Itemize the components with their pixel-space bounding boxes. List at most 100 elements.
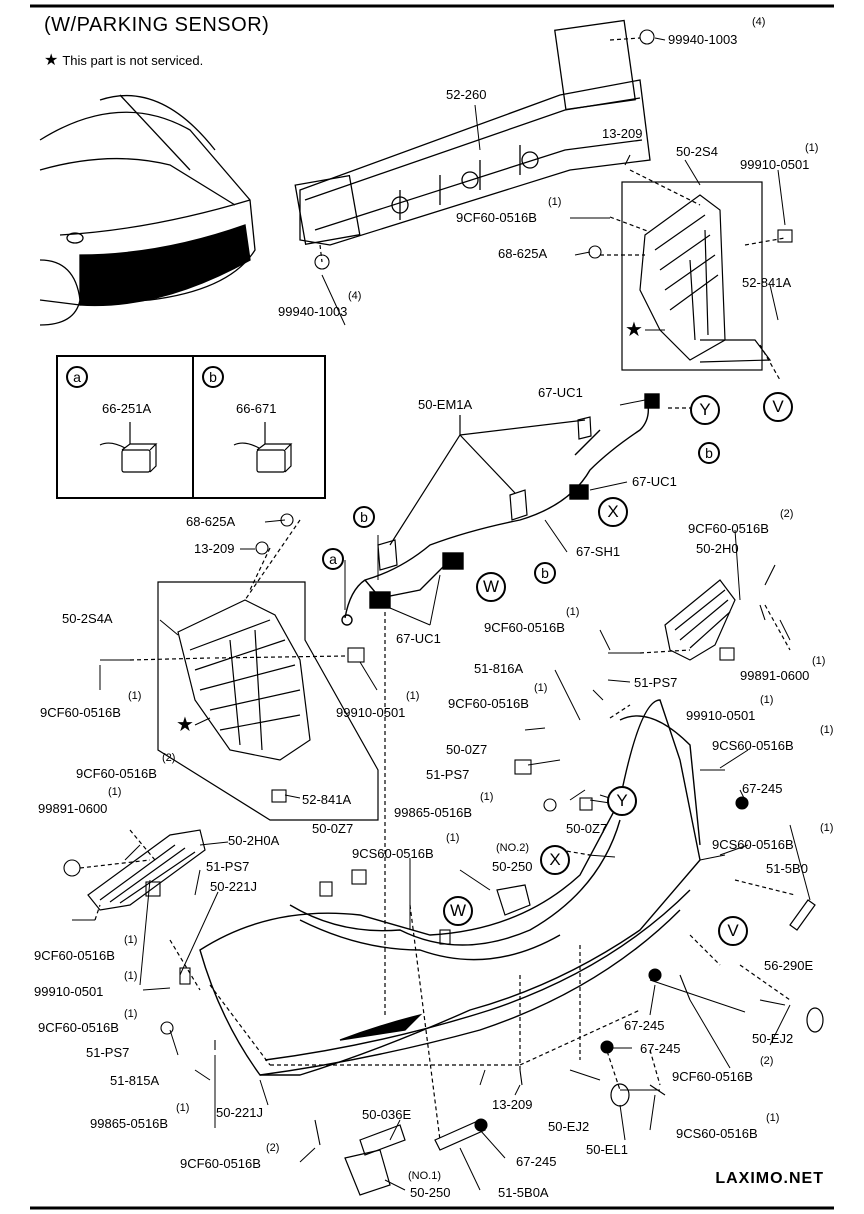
part-label-50-221J[interactable]: 50-221J <box>216 1105 263 1120</box>
part-qty: (1) <box>124 1008 138 1020</box>
part-label-52-841A[interactable]: 52-841A <box>302 792 352 807</box>
part-label-99891-0600[interactable]: 99891-0600 <box>38 801 108 816</box>
part-label-50-2S4[interactable]: 50-2S4 <box>676 144 718 159</box>
part-label-50-0Z7[interactable]: 50-0Z7 <box>446 742 488 757</box>
marker-b-harness-1: b <box>698 442 720 464</box>
part-label-50-2H0[interactable]: 50-2H0 <box>696 541 739 556</box>
part-label-52-841A[interactable]: 52-841A <box>742 275 792 290</box>
part-label-9CF60-0516B[interactable]: 9CF60-0516B <box>34 948 115 963</box>
part-label-9CS60-0516B[interactable]: 9CS60-0516B <box>712 738 794 753</box>
star-icon: ★ <box>44 52 59 69</box>
part-label-50-036E[interactable]: 50-036E <box>362 1107 412 1122</box>
part-qty: (1) <box>766 1112 780 1124</box>
diagram-title: (W/PARKING SENSOR) <box>44 14 270 36</box>
part-label-9CS60-0516B[interactable]: 9CS60-0516B <box>676 1126 758 1141</box>
part-label-99910-0501[interactable]: 99910-0501 <box>336 705 406 720</box>
part-label-9CS60-0516B[interactable]: 9CS60-0516B <box>352 846 434 861</box>
part-label-9CF60-0516B[interactable]: 9CF60-0516B <box>448 696 529 711</box>
part-label-9CF60-0516B[interactable]: 9CF60-0516B <box>180 1156 261 1171</box>
part-qty: (1) <box>805 142 819 154</box>
part-label-99910-0501[interactable]: 99910-0501 <box>34 984 104 999</box>
car-illustration <box>39 94 256 326</box>
part-label-50-EJ2[interactable]: 50-EJ2 <box>752 1031 794 1046</box>
part-label-9CF60-0516B[interactable]: 9CF60-0516B <box>76 766 157 781</box>
part-label-51-815A[interactable]: 51-815A <box>110 1073 160 1088</box>
part-label-51-PS7[interactable]: 51-PS7 <box>206 859 250 874</box>
part-label-99865-0516B[interactable]: 99865-0516B <box>90 1116 169 1131</box>
part-label-67-245[interactable]: 67-245 <box>516 1154 557 1169</box>
part-qty: (1) <box>108 786 122 798</box>
marker-b-harness-3: b <box>534 562 556 584</box>
part-qty: (4) <box>752 16 766 28</box>
part-label-50-250[interactable]: 50-250 <box>410 1185 451 1200</box>
part-label-99940-1003[interactable]: 99940-1003 <box>278 304 348 319</box>
legend-marker-b: b <box>202 366 224 388</box>
part-label-99910-0501[interactable]: 99910-0501 <box>740 157 810 172</box>
note-text: This part is not serviced. <box>62 53 204 68</box>
part-label-51-PS7[interactable]: 51-PS7 <box>634 675 678 690</box>
part-qty: (1) <box>566 606 580 618</box>
part-label-50-221J[interactable]: 50-221J <box>210 879 257 894</box>
part-label-50-2S4A[interactable]: 50-2S4A <box>62 611 113 626</box>
part-label-13-209[interactable]: 13-209 <box>194 541 235 556</box>
brand-watermark: LAXIMO.NET <box>715 1170 824 1187</box>
part-label-50-0Z7[interactable]: 50-0Z7 <box>312 821 354 836</box>
part-label-52-260[interactable]: 52-260 <box>446 87 487 102</box>
part-qty: (4) <box>348 290 362 302</box>
part-qty: (1) <box>820 724 834 736</box>
marker-v-top: V <box>763 392 793 422</box>
part-label-50-2H0A[interactable]: 50-2H0A <box>228 833 280 848</box>
part-label-50-EJ2[interactable]: 50-EJ2 <box>548 1119 590 1134</box>
part-qty: (1) <box>534 682 548 694</box>
part-label-50-EM1A[interactable]: 50-EM1A <box>418 397 473 412</box>
unserviced-note: ★This part is not serviced. <box>44 50 203 70</box>
part-label-99910-0501[interactable]: 99910-0501 <box>686 708 756 723</box>
marker-b-harness-2: b <box>353 506 375 528</box>
part-label-67-245[interactable]: 67-245 <box>640 1041 681 1056</box>
part-label-50-250[interactable]: 50-250 <box>492 859 533 874</box>
marker-y-top: Y <box>690 395 720 425</box>
wiring-harness <box>341 393 660 626</box>
part-qty: (1) <box>548 196 562 208</box>
part-qty: (1) <box>480 791 494 803</box>
part-label-99865-0516B[interactable]: 99865-0516B <box>394 805 473 820</box>
part-label-9CF60-0516B[interactable]: 9CF60-0516B <box>40 705 121 720</box>
part-label-51-5B0[interactable]: 51-5B0 <box>766 861 808 876</box>
part-label-56-290E[interactable]: 56-290E <box>764 958 814 973</box>
part-qty: (2) <box>760 1055 774 1067</box>
part-label-9CS60-0516B[interactable]: 9CS60-0516B <box>712 837 794 852</box>
part-label-67-UC1[interactable]: 67-UC1 <box>538 385 583 400</box>
part-label-68-625A[interactable]: 68-625A <box>186 514 236 529</box>
leader-lines <box>99 37 811 1191</box>
part-label-99940-1003[interactable]: 99940-1003 <box>668 32 738 47</box>
part-label-9CF60-0516B[interactable]: 9CF60-0516B <box>688 521 769 536</box>
part-qty: (1) <box>812 655 826 667</box>
part-label-51-PS7[interactable]: 51-PS7 <box>426 767 470 782</box>
part-label-67-245[interactable]: 67-245 <box>742 781 783 796</box>
part-qty: (1) <box>406 690 420 702</box>
part-label-9CF60-0516B[interactable]: 9CF60-0516B <box>456 210 537 225</box>
part-label-50-EL1[interactable]: 50-EL1 <box>586 1142 628 1157</box>
marker-v-bumper: V <box>718 916 748 946</box>
part-label-67-UC1[interactable]: 67-UC1 <box>632 474 677 489</box>
part-label-67-SH1[interactable]: 67-SH1 <box>576 544 621 559</box>
part-qty: (1) <box>760 694 774 706</box>
part-label-13-209[interactable]: 13-209 <box>492 1097 533 1112</box>
part-label-67-UC1[interactable]: 67-UC1 <box>396 631 441 646</box>
part-label-51-PS7[interactable]: 51-PS7 <box>86 1045 130 1060</box>
part-label-13-209[interactable]: 13-209 <box>602 126 643 141</box>
part-label-50-0Z7[interactable]: 50-0Z7 <box>566 821 608 836</box>
part-label-51-5B0A[interactable]: 51-5B0A <box>498 1185 549 1200</box>
part-label-67-245[interactable]: 67-245 <box>624 1018 665 1033</box>
part-label-9CF60-0516B[interactable]: 9CF60-0516B <box>484 620 565 635</box>
bumper-reinforcement <box>294 19 651 246</box>
part-label-99891-0600[interactable]: 99891-0600 <box>740 668 810 683</box>
bracket-50-2S4A <box>177 599 311 761</box>
part-qty: (1) <box>124 934 138 946</box>
part-label-9CF60-0516B[interactable]: 9CF60-0516B <box>672 1069 753 1084</box>
part-label-51-816A[interactable]: 51-816A <box>474 661 524 676</box>
legend-part-b[interactable]: 66-671 <box>236 401 277 416</box>
part-label-9CF60-0516B[interactable]: 9CF60-0516B <box>38 1020 119 1035</box>
legend-part-a[interactable]: 66-251A <box>102 401 152 416</box>
part-label-68-625A[interactable]: 68-625A <box>498 246 548 261</box>
